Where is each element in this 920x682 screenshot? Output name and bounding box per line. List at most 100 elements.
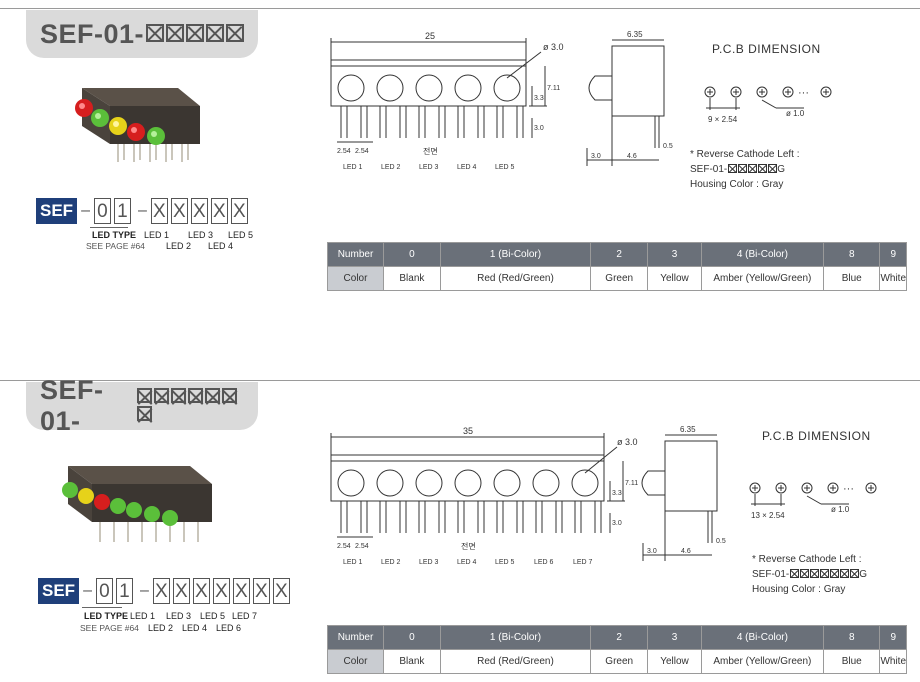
dim-width: 35 (463, 426, 473, 436)
code-led-position: X (170, 198, 188, 224)
led-name: LED 1 (343, 559, 363, 566)
table-cell: 8 (823, 242, 881, 267)
table-cell: Red (Red/Green) (439, 649, 592, 674)
table-cell: 2 (590, 242, 649, 267)
dim-side: 3.0 (591, 153, 601, 160)
table-cell: Amber (Yellow/Green) (700, 649, 825, 674)
part-title: SEF-01- (40, 375, 104, 436)
see-page-note: SEE PAGE #64 (80, 623, 139, 633)
led-type-bracket (90, 227, 128, 228)
table-cell: Yellow (647, 649, 702, 674)
table-cell: 0 (383, 242, 441, 267)
led-label: LED 2 (166, 241, 192, 251)
section-divider (0, 8, 920, 9)
title-tab: SEF-01- (26, 375, 258, 436)
code-led-position: X (252, 578, 270, 604)
table-cell: White (879, 649, 907, 674)
dim-h1: 3.3 (612, 490, 622, 497)
dim-lead: 0.5 (663, 143, 673, 150)
led-name: LED 7 (573, 559, 593, 566)
table-cell: Blue (823, 649, 881, 674)
dim-pitch: 2.54 (355, 148, 369, 155)
dim-h1: 3.3 (534, 95, 544, 102)
code-led-position: X (232, 578, 250, 604)
led-label: LED 5 (228, 230, 254, 240)
dim-hole: ø 3.0 (543, 42, 564, 52)
dim-lead: 0.5 (716, 538, 726, 545)
table-cell: Green (590, 266, 649, 291)
code-led-position: X (190, 198, 208, 224)
led-name: LED 4 (457, 164, 477, 171)
dim-h3: 3.0 (612, 520, 622, 527)
note-line: * Reverse Cathode Left : (752, 554, 862, 565)
table-cell: 3 (647, 242, 702, 267)
led-type-bracket (82, 607, 122, 608)
product-photo-5-led (75, 88, 200, 162)
dim-width: 25 (425, 31, 435, 41)
table-header-row: Number 0 1 (Bi-Color) 2 3 4 (Bi-Color) 8… (327, 625, 907, 650)
table-cell: 1 (Bi-Color) (439, 242, 592, 267)
section-5-led: SEF-01- SEF – 0 1 – X X X X X LED TYPE S (0, 0, 920, 380)
pcb-pitch: 9 × 2.54 (708, 115, 738, 124)
dim-pitch: 2.54 (337, 543, 351, 550)
led-name: LED 2 (381, 164, 401, 171)
note-code: SEF-01-G (690, 164, 786, 175)
note-line: Housing Color : Gray (690, 179, 784, 190)
code-dash: – (83, 582, 92, 599)
table-row: Color Blank Red (Red/Green) Green Yellow… (327, 649, 907, 674)
table-cell: Yellow (647, 266, 702, 291)
led-name: LED 5 (495, 164, 515, 171)
pcb-diagram: ··· 9 × 2.54 ø 1.0 (704, 86, 832, 124)
dim-h3: 3.0 (534, 125, 544, 132)
ordering-code: SEF – 0 1 – X X X X X X X (38, 578, 293, 604)
reverse-cathode-note: * Reverse Cathode Left : SEF-01-G Housin… (690, 147, 800, 192)
code-type-digit: 1 (113, 198, 131, 224)
table-cell: 8 (823, 625, 881, 650)
code-led-position: X (152, 578, 170, 604)
led-name: LED 2 (381, 559, 401, 566)
led-label: LED 7 (232, 611, 258, 621)
table-cell: Number (327, 242, 384, 267)
front-label: 전면 (461, 541, 476, 551)
code-led-position: X (212, 578, 230, 604)
pcb-title: P.C.B DIMENSION (762, 429, 871, 443)
pcb-ellipsis: ··· (843, 483, 854, 495)
table-cell: Color (327, 266, 384, 291)
code-led-position: X (192, 578, 210, 604)
part-title: SEF-01- (40, 18, 145, 49)
table-header-row: Number 0 1 (Bi-Color) 2 3 4 (Bi-Color) 8… (327, 242, 907, 267)
dim-pitch: 2.54 (355, 543, 369, 550)
table-cell: Blue (823, 266, 881, 291)
code-dash: – (81, 202, 90, 219)
code-led-position: X (230, 198, 248, 224)
dim-h2: 7.11 (547, 85, 560, 92)
see-page-note: SEE PAGE #64 (86, 241, 145, 251)
code-dash: – (137, 202, 147, 219)
table-cell: 9 (879, 625, 907, 650)
dim-hole: ø 3.0 (617, 437, 638, 447)
dim-side: 4.6 (627, 153, 637, 160)
table-cell: Blank (383, 649, 441, 674)
led-name: LED 6 (534, 559, 554, 566)
led-name: LED 3 (419, 559, 439, 566)
table-cell: Amber (Yellow/Green) (700, 266, 825, 291)
dim-side: 3.0 (647, 548, 657, 555)
table-cell: 4 (Bi-Color) (700, 242, 825, 267)
led-label: LED 2 (148, 623, 174, 633)
table-cell: 3 (647, 625, 702, 650)
color-code-table: Number 0 1 (Bi-Color) 2 3 4 (Bi-Color) 8… (327, 242, 907, 291)
table-cell: White (879, 266, 907, 291)
pcb-pitch: 13 × 2.54 (751, 511, 785, 520)
table-cell: Color (327, 649, 384, 674)
table-cell: Red (Red/Green) (439, 266, 592, 291)
title-placeholder-boxes (135, 388, 244, 424)
dim-h2: 7.11 (625, 480, 638, 487)
led-type-label: LED TYPE (84, 611, 129, 621)
note-line: * Reverse Cathode Left : (690, 149, 800, 160)
pcb-diagram: ··· 13 × 2.54 ø 1.0 (749, 482, 877, 520)
color-code-table: Number 0 1 (Bi-Color) 2 3 4 (Bi-Color) 8… (327, 625, 907, 674)
code-led-position: X (172, 578, 190, 604)
dimension-drawing: 35 ø 3.0 2.54 2.54 3.3 7.11 3.0 전면 LED 1… (330, 425, 726, 566)
led-label: LED 6 (216, 623, 242, 633)
pcb-hole: ø 1.0 (831, 505, 850, 514)
